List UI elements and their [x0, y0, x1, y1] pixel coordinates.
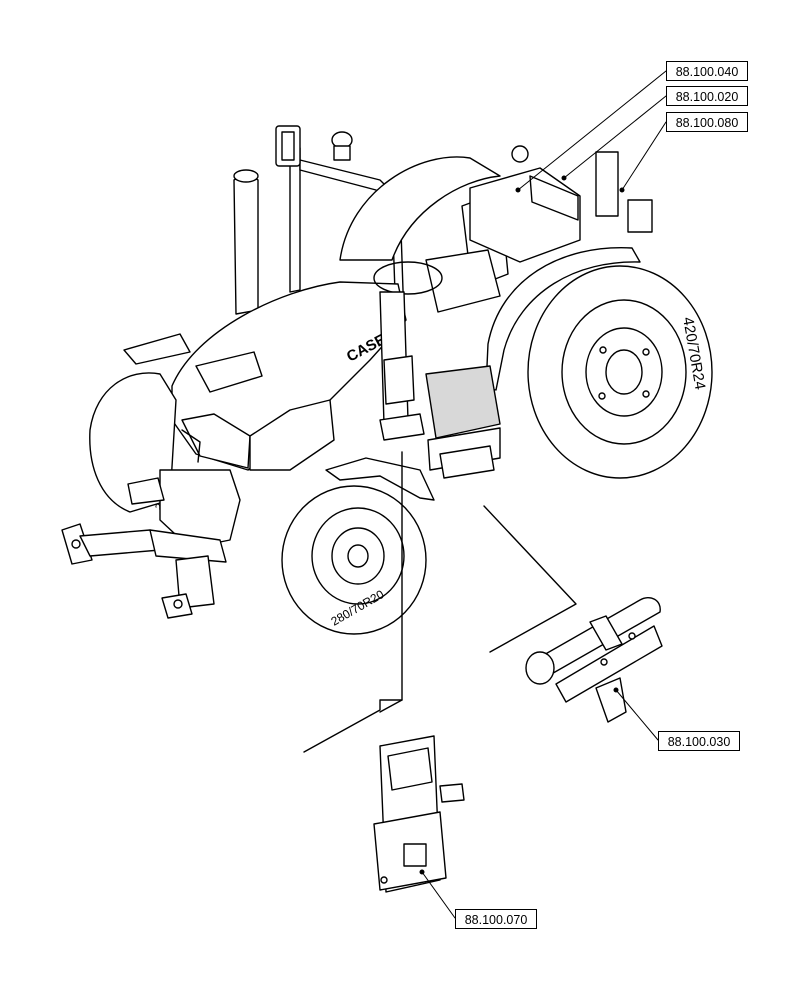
document-holder-detail: [373, 735, 465, 893]
callout-88-100-020[interactable]: 88.100.020: [666, 86, 748, 106]
engine-hood: CASE: [171, 281, 407, 471]
exhaust-pipe: [233, 169, 259, 315]
front-right-wheel: 280/70R20: [281, 485, 427, 635]
front-right-fender: [325, 457, 435, 501]
toolbox-detail: [525, 596, 663, 723]
leader-lines: [419, 70, 667, 919]
callout-88-100-080[interactable]: 88.100.080: [666, 112, 748, 132]
front-left-fender: [123, 333, 191, 365]
rear-right-fender: [485, 247, 641, 391]
front-hitch: [61, 469, 241, 619]
rops-frame: [275, 125, 405, 323]
callout-88-100-070[interactable]: 88.100.070: [455, 909, 537, 929]
callout-88-100-040[interactable]: 88.100.040: [666, 61, 748, 81]
rear-left-wheel: [339, 156, 501, 261]
rear-right-wheel: 420/70R24: [527, 265, 713, 479]
rear-console: [469, 145, 653, 263]
assembly-guide-lines: [303, 451, 577, 753]
operator-platform: [425, 365, 501, 479]
callout-88-100-030[interactable]: 88.100.030: [658, 731, 740, 751]
bracket-arm: [379, 291, 425, 441]
